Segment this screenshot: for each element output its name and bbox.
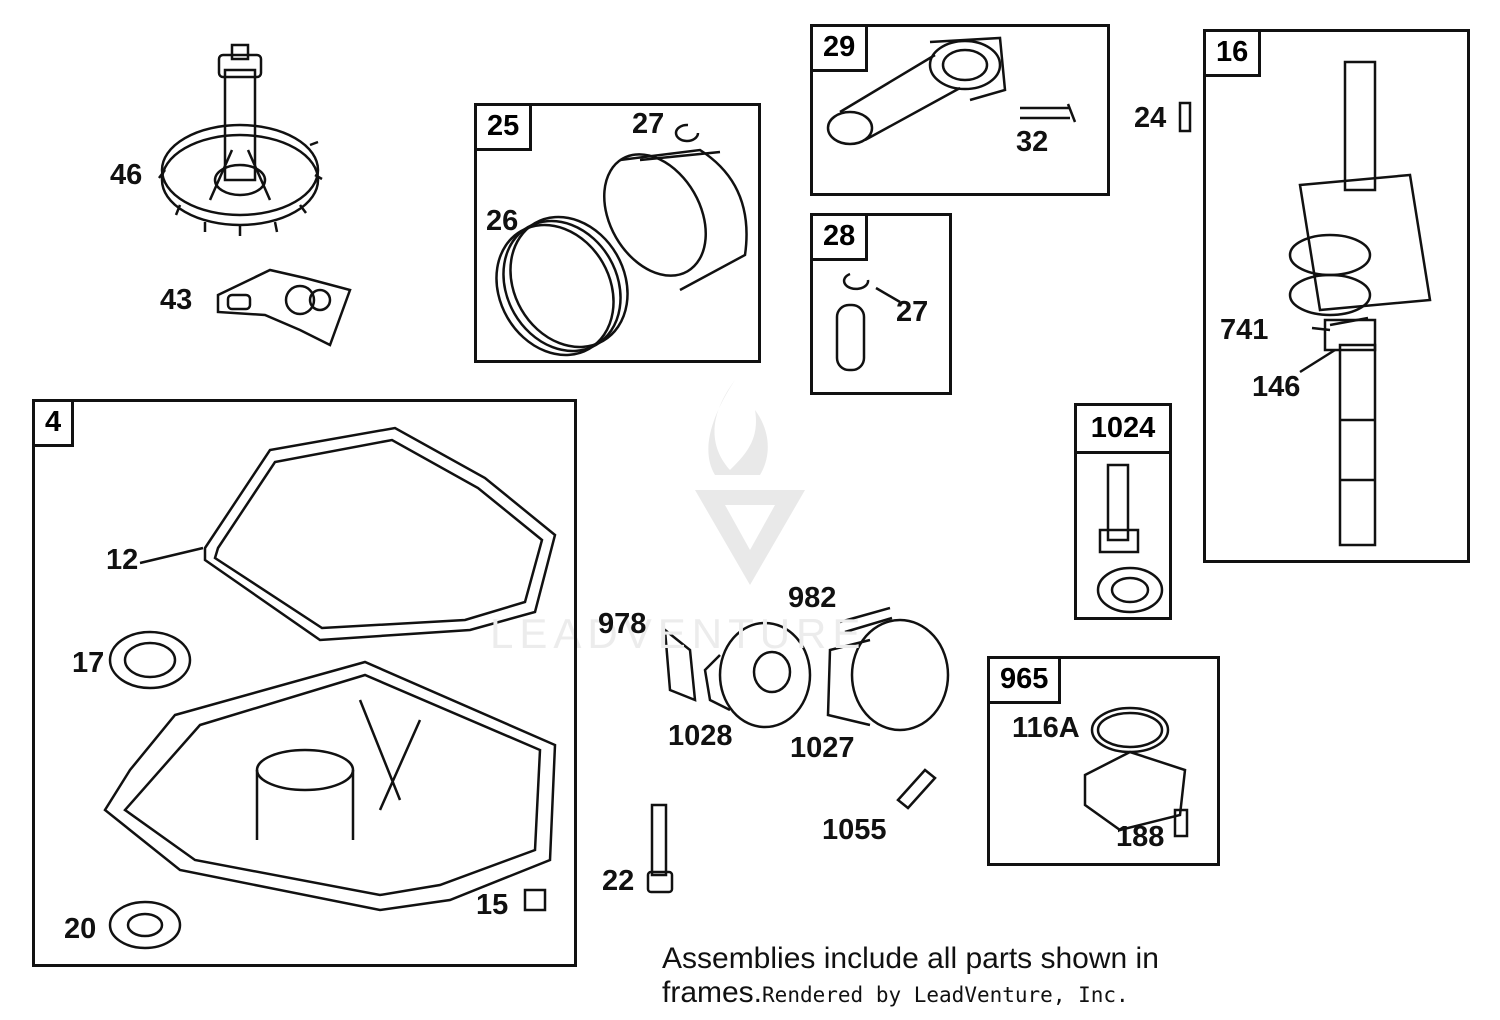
frame-29: 29 <box>810 24 1110 196</box>
watermark-text: LEADVENTURE <box>490 610 867 657</box>
assembly-note: Assemblies include all parts shown in fr… <box>662 942 1242 1012</box>
watermark-logo <box>695 380 805 585</box>
part-label-1027: 1027 <box>790 732 855 764</box>
piston-drawing <box>603 148 748 292</box>
part-label-1055: 1055 <box>822 814 887 846</box>
frame-965: 965 <box>987 656 1220 866</box>
frame-28: 28 <box>810 213 952 395</box>
crankshaft-drawing <box>1288 60 1432 547</box>
part-label-146: 146 <box>1252 371 1301 403</box>
frame-tag-25: 25 <box>474 103 533 151</box>
part-label-27-piston: 27 <box>632 108 665 140</box>
part-label-15: 15 <box>476 889 509 921</box>
filter-adapter-gasket-drawing <box>663 627 697 702</box>
part-label-46: 46 <box>110 159 143 191</box>
part-label-12: 12 <box>106 544 139 576</box>
frame-tag-4: 4 <box>32 399 75 447</box>
part-label-24: 24 <box>1134 102 1167 134</box>
frame-tag-16: 16 <box>1203 29 1262 77</box>
part-label-20: 20 <box>64 913 97 945</box>
frame-tag-28: 28 <box>810 213 869 261</box>
oil-filter-adapter-drawing <box>703 621 812 729</box>
dowel-drawing <box>896 768 937 810</box>
frame-1024: 1024 <box>1074 403 1172 620</box>
oil-pump-cover-drawing <box>1083 706 1189 838</box>
part-label-27-pin: 27 <box>896 296 929 328</box>
part-label-188: 188 <box>1116 821 1165 853</box>
frame-4: 4 <box>32 399 577 967</box>
part-label-1028: 1028 <box>668 720 733 752</box>
part-label-978: 978 <box>598 608 647 640</box>
part-label-982: 982 <box>788 582 837 614</box>
part-label-116A: 116A <box>1012 712 1080 744</box>
oil-filter-drawing <box>826 618 950 732</box>
frame-tag-29: 29 <box>810 24 869 72</box>
part-label-26: 26 <box>486 205 519 237</box>
gasket-drawing <box>139 426 557 642</box>
frame-25: 25 <box>474 103 761 363</box>
oil-pump-drawing <box>1096 463 1164 614</box>
nipple-drawing <box>839 606 893 634</box>
plug-drawing <box>523 888 547 912</box>
part-label-17: 17 <box>72 647 105 679</box>
seal-20-drawing <box>108 900 182 950</box>
governor-drawing <box>216 268 352 347</box>
bearing-ring-17-drawing <box>108 630 192 690</box>
camshaft-gear-drawing <box>158 43 323 236</box>
frame-tag-1024: 1024 <box>1074 403 1172 454</box>
part-label-32: 32 <box>1016 126 1049 158</box>
piston-rings-drawing <box>495 215 629 357</box>
piston-pin-drawing <box>835 272 901 372</box>
connecting-rod-drawing <box>826 36 1077 146</box>
part-label-741: 741 <box>1220 314 1269 346</box>
piston-clip-drawing <box>674 123 700 143</box>
assembly-note-text: Assemblies include all parts shown in fr… <box>662 942 1159 1009</box>
part-label-43: 43 <box>160 284 193 316</box>
key-drawing <box>1178 101 1192 133</box>
bolt-22-drawing <box>646 803 674 894</box>
rendered-by-credit: Rendered by LeadVenture, Inc. <box>762 983 1129 1007</box>
sump-drawing <box>103 660 557 912</box>
part-label-22: 22 <box>602 865 635 897</box>
frame-tag-965: 965 <box>987 656 1062 704</box>
frame-16: 16 <box>1203 29 1470 563</box>
